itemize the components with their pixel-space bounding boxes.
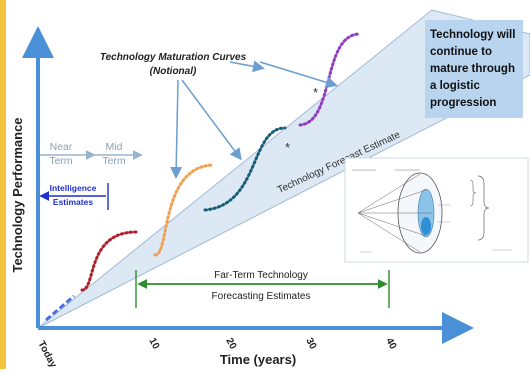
maturation-curve-2 (153, 163, 214, 257)
x-tick-40: 40 (383, 336, 398, 351)
near-term-line1: Near (50, 141, 73, 153)
pointer-arrow-1 (170, 79, 183, 179)
intel-label-line2: Estimates (53, 197, 93, 207)
callout-line-3: mature through (430, 63, 515, 75)
callout-pointer-arrow (259, 61, 338, 89)
inset-ray-1 (357, 173, 421, 214)
x-tick-10: 10 (146, 336, 161, 351)
curves-title-line2: (Notional) (150, 66, 197, 77)
inset-brace-large (477, 175, 490, 241)
x-tick-20: 20 (223, 336, 238, 351)
far-term-label-line1: Far-Term Technology (214, 270, 308, 281)
near-term-line2: Term (49, 155, 73, 167)
maturation-curve-3 (203, 126, 287, 212)
x-tick-30: 30 (303, 336, 318, 351)
callout-line-1: Technology will (430, 29, 515, 41)
start-segment (45, 294, 75, 322)
intel-label-line1: Intelligence (50, 183, 97, 193)
curves-title-line1: Technology Maturation Curves (100, 52, 247, 63)
maturation-curve-1 (80, 230, 138, 292)
x-axis-label: Time (years) (220, 352, 296, 367)
inset-ray-2 (357, 212, 421, 253)
inset-ray-4 (357, 212, 427, 237)
asterisk-2: * (313, 85, 318, 100)
mid-term-line1: Mid (106, 141, 123, 153)
pointer-arrow-3 (229, 60, 265, 73)
callout-line-2: continue to (430, 46, 492, 58)
callout-line-5: progression (430, 97, 496, 109)
callout-box (425, 20, 523, 118)
callout-line-4: a logistic (430, 80, 480, 92)
y-axis-label: Technology Performance (10, 117, 25, 272)
inset-brace-small (469, 179, 477, 207)
mid-term-line2: Term (102, 155, 126, 167)
inset-ray-3 (357, 189, 427, 214)
pointer-arrow-2 (181, 79, 242, 161)
asterisk-1: * (285, 140, 290, 155)
left-accent-strip (0, 0, 6, 369)
inset-pupil (421, 217, 431, 235)
far-term-label-line2: Forecasting Estimates (212, 291, 311, 302)
inset-eye-diagram (344, 157, 529, 263)
x-tick-today: Today (35, 339, 58, 369)
